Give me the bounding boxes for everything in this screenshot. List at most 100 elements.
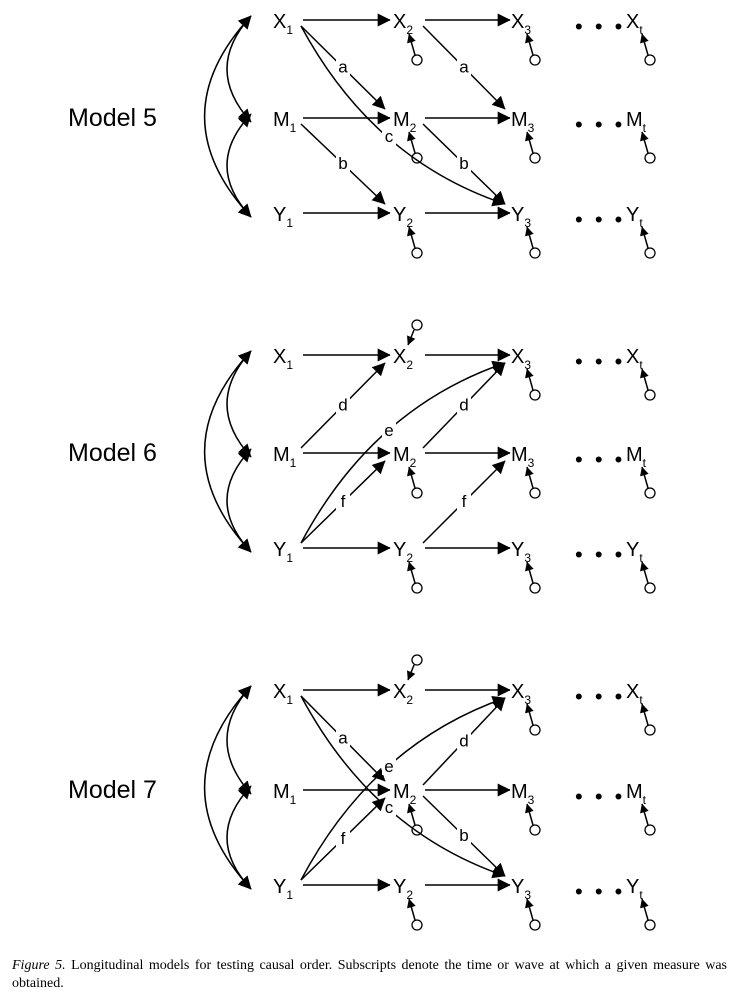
path-label-c: c xyxy=(385,127,394,146)
residual-circle xyxy=(411,654,423,666)
residual-arrow xyxy=(406,664,416,681)
residual-arrow xyxy=(640,898,649,921)
node-subscript: 3 xyxy=(528,121,535,135)
node-x-1: X1 xyxy=(273,346,293,372)
residual-arrow xyxy=(640,368,649,391)
residual-arrow xyxy=(525,803,534,826)
residual-arrow xyxy=(640,131,649,154)
model-label: Model 6 xyxy=(68,439,157,467)
path-label-e: e xyxy=(384,421,393,440)
node-m-t: Mt xyxy=(626,109,647,135)
node-subscript: 1 xyxy=(290,793,297,807)
node-subscript: 2 xyxy=(406,693,413,707)
node-subscript: t xyxy=(639,888,643,902)
node-subscript: 3 xyxy=(524,693,531,707)
ellipsis-x: • • • xyxy=(575,349,625,374)
residual-arrow xyxy=(407,131,416,154)
path-label-d: d xyxy=(459,396,468,415)
residual-arrow xyxy=(640,33,649,56)
path-label-b: b xyxy=(459,826,468,845)
node-x-3: X3 xyxy=(511,11,531,37)
node-subscript: 2 xyxy=(410,456,417,470)
residual-circle xyxy=(529,824,541,836)
node-m-1: M1 xyxy=(273,781,297,807)
ellipsis-m: • • • xyxy=(575,447,625,472)
node-y-2: Y2 xyxy=(393,539,413,565)
covariance-arc-x-m xyxy=(226,685,252,795)
node-subscript: 3 xyxy=(524,23,531,37)
node-subscript: t xyxy=(643,121,647,135)
node-y-1: Y1 xyxy=(273,539,293,565)
path-label-backing xyxy=(336,154,350,172)
node-subscript: 1 xyxy=(286,216,293,230)
residual-arrow xyxy=(407,803,416,826)
residual-arrow xyxy=(407,898,416,921)
path-label-backing xyxy=(382,421,396,439)
residual-arrow xyxy=(525,226,534,249)
node-subscript: 1 xyxy=(286,23,293,37)
node-y-3: Y3 xyxy=(511,204,531,230)
ellipsis-m: • • • xyxy=(575,112,625,137)
node-m-t: Mt xyxy=(626,781,647,807)
residual-circle xyxy=(411,487,423,499)
path-label-backing xyxy=(457,826,471,844)
path-label-backing xyxy=(457,57,471,76)
node-subscript: 3 xyxy=(528,793,535,807)
ellipsis-x: • • • xyxy=(575,684,625,709)
residual-circle xyxy=(411,824,423,836)
residual-arrow xyxy=(525,561,534,584)
node-subscript: 2 xyxy=(410,793,417,807)
node-y-t: Yt xyxy=(626,539,643,565)
node-subscript: 3 xyxy=(524,216,531,230)
path-label-backing xyxy=(382,757,396,775)
residual-circle xyxy=(644,724,656,736)
node-subscript: 2 xyxy=(410,121,417,135)
caption-text: Longitudinal models for testing causal o… xyxy=(12,958,727,991)
ellipsis-y: • • • xyxy=(575,879,625,904)
residual-circle xyxy=(529,54,541,66)
residual-arrow xyxy=(640,466,649,489)
residual-arrow xyxy=(407,33,416,56)
node-m-1: M1 xyxy=(273,444,297,470)
model-label: Model 7 xyxy=(68,776,157,804)
node-m-3: M3 xyxy=(511,781,535,807)
node-y-1: Y1 xyxy=(273,876,293,902)
node-m-2: M2 xyxy=(393,444,417,470)
path-label-f: f xyxy=(341,829,346,848)
path-label-backing xyxy=(336,728,350,747)
node-subscript: 2 xyxy=(406,216,413,230)
residual-circle xyxy=(644,54,656,66)
path-label-d: d xyxy=(338,396,347,415)
residual-arrow xyxy=(406,329,416,346)
node-m-2: M2 xyxy=(393,781,417,807)
path-label-f: f xyxy=(341,492,346,511)
residual-arrow xyxy=(525,703,534,726)
residual-circle xyxy=(644,152,656,164)
node-subscript: t xyxy=(639,216,643,230)
node-x-2: X2 xyxy=(393,346,413,372)
residual-circle xyxy=(411,582,423,594)
node-m-2: M2 xyxy=(393,109,417,135)
residual-arrow xyxy=(525,33,534,56)
node-y-t: Yt xyxy=(626,876,643,902)
node-subscript: t xyxy=(639,23,643,37)
node-subscript: t xyxy=(639,358,643,372)
node-subscript: t xyxy=(643,456,647,470)
ellipsis-y: • • • xyxy=(575,542,625,567)
residual-arrow xyxy=(407,561,416,584)
covariance-arc-x-m xyxy=(226,350,252,458)
node-y-2: Y2 xyxy=(393,876,413,902)
path-label-backing xyxy=(336,829,350,847)
node-m-3: M3 xyxy=(511,444,535,470)
ellipsis-y: • • • xyxy=(575,207,625,232)
path-label-a: a xyxy=(459,58,469,77)
residual-arrow xyxy=(525,131,534,154)
ellipsis-m: • • • xyxy=(575,784,625,809)
node-x-3: X3 xyxy=(511,681,531,707)
node-y-3: Y3 xyxy=(511,876,531,902)
residual-circle xyxy=(644,487,656,499)
node-x-2: X2 xyxy=(393,11,413,37)
